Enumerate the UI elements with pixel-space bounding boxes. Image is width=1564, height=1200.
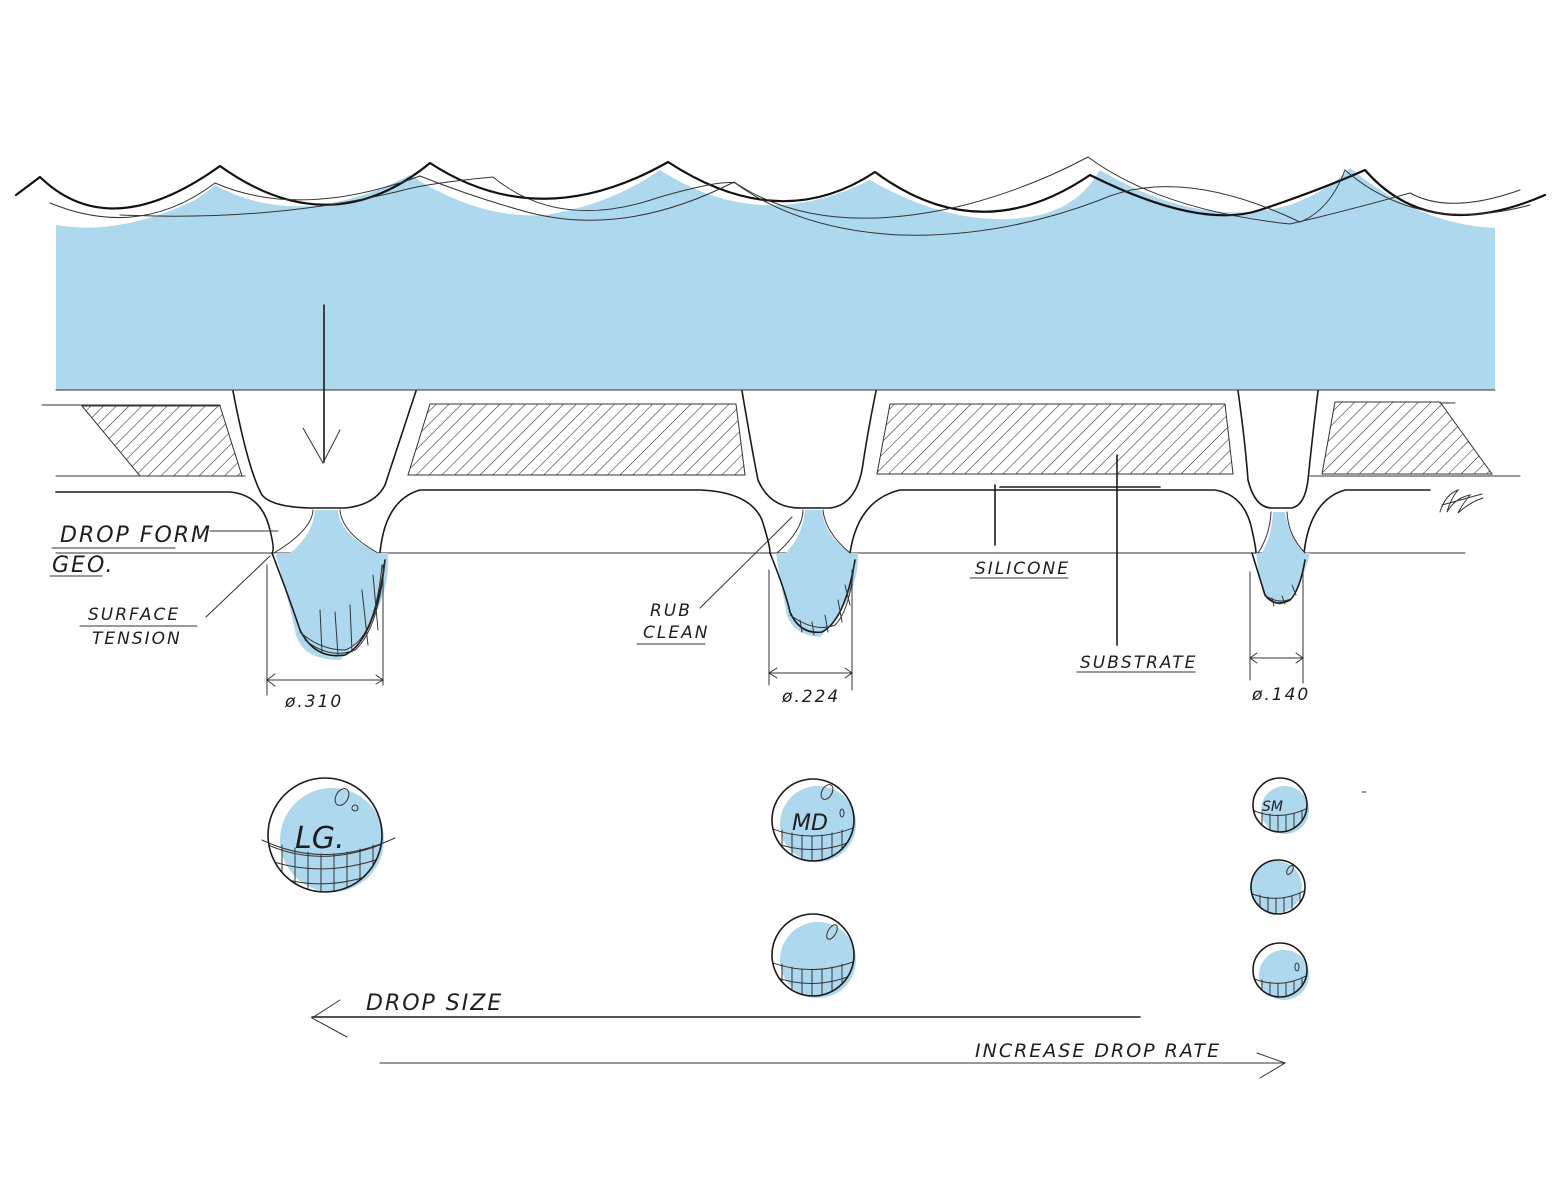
wave-lines <box>14 156 1547 236</box>
water-body <box>56 168 1495 390</box>
drop-rate-label: INCREASE DROP RATE <box>975 1040 1221 1062</box>
wave-line-secondary <box>49 156 1521 225</box>
dimension-medium <box>768 569 853 691</box>
substrate-hatch-1 <box>80 405 243 477</box>
falling-drop-small-2 <box>1250 859 1306 915</box>
silicone-right <box>1303 489 1431 554</box>
silicone-mid-left <box>379 489 771 554</box>
water-reservoir <box>55 168 1496 391</box>
falling-drop-large: LG. <box>261 777 396 893</box>
silicone-top-left <box>55 491 274 554</box>
substrate-layer <box>41 401 1521 477</box>
orifice-medium-funnel <box>741 390 877 509</box>
substrate-hatch-4 <box>1321 401 1493 475</box>
drop-size-axis: DROP SIZE <box>311 991 1141 1038</box>
forming-drop-small <box>1251 511 1310 607</box>
dimension-small-label: ø.140 <box>1251 685 1310 705</box>
substrate-hatch-3 <box>876 403 1234 475</box>
falling-drop-medium-1: MD <box>771 778 856 862</box>
wave-line-tertiary <box>119 169 1531 236</box>
silicone-layer <box>55 390 1466 554</box>
falling-drop-small-3 <box>1252 942 1309 1000</box>
label-geo: GEO. <box>52 553 114 578</box>
wave-line-primary <box>14 160 1547 217</box>
label-silicone: SILICONE <box>975 559 1070 579</box>
forming-drop-large <box>271 509 389 660</box>
text-labels: DROP FORM GEO. SURFACE TENSION RUB CLEAN… <box>52 523 1310 712</box>
silicone-mid-right <box>849 489 1257 554</box>
dimension-medium-label: ø.224 <box>781 687 840 707</box>
label-substrate: SUBSTRATE <box>1080 653 1197 673</box>
dimension-large <box>266 564 384 696</box>
falling-drop-medium-label: MD <box>792 811 828 836</box>
forming-drop-medium <box>769 509 859 637</box>
label-tension: TENSION <box>92 629 182 649</box>
flow-arrow-head <box>302 427 341 465</box>
flow-arrow <box>302 304 341 465</box>
drop-rate-arrow-head <box>1256 1052 1287 1079</box>
drop-size-label: DROP SIZE <box>366 991 503 1016</box>
drop-rate-axis: INCREASE DROP RATE <box>379 1040 1287 1079</box>
surface-tension-leader <box>205 555 271 618</box>
dimension-large-label: ø.310 <box>284 692 343 712</box>
label-drop-form: DROP FORM <box>60 523 212 548</box>
orifice-large-funnel <box>232 390 417 509</box>
label-rub: RUB <box>650 601 692 621</box>
drop-size-arrow-head <box>311 999 348 1038</box>
falling-drop-small-label: SM <box>1262 799 1283 815</box>
substrate-hatch-2 <box>407 403 746 476</box>
leader-lines <box>49 454 1196 673</box>
orifice-small-funnel <box>1237 390 1319 509</box>
falling-drop-medium-2 <box>771 913 856 998</box>
label-clean: CLEAN <box>643 623 709 643</box>
rub-clean-leader <box>699 516 793 609</box>
falling-drop-small-1: SM <box>1252 777 1309 834</box>
falling-drop-large-label: LG. <box>295 821 345 856</box>
artist-signature <box>1439 488 1484 514</box>
label-surface: SURFACE <box>88 605 180 625</box>
dimension-small <box>1249 571 1304 684</box>
